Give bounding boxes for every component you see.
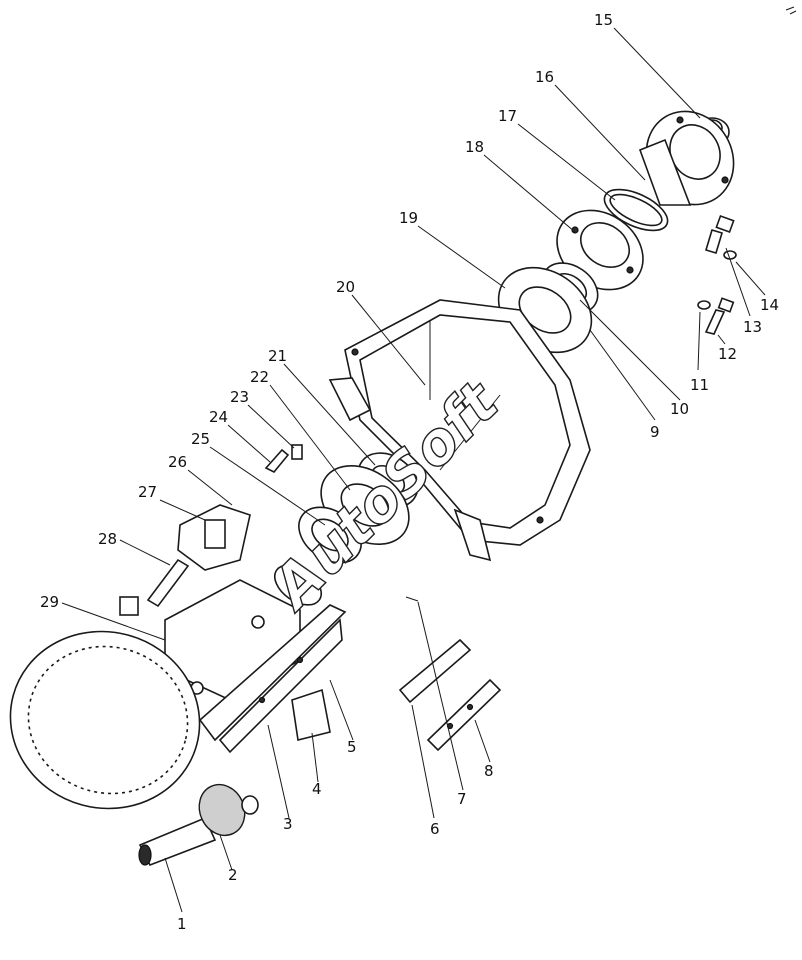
callout-25: 25 — [191, 430, 210, 448]
callout-12: 12 — [718, 345, 737, 363]
part-7-pin — [405, 596, 419, 602]
callout-21: 21 — [268, 347, 287, 365]
part-26-27-bracket — [177, 504, 251, 571]
callout-9: 9 — [650, 423, 660, 441]
callout-8: 8 — [484, 762, 494, 780]
callout-24: 24 — [209, 408, 228, 426]
callout-18: 18 — [465, 138, 484, 156]
part-16-flange — [638, 110, 735, 206]
part-13-bolt — [705, 214, 735, 254]
part-11-washer — [697, 300, 711, 310]
callout-13: 13 — [743, 318, 762, 336]
callout-16: 16 — [535, 68, 554, 86]
callout-27: 27 — [138, 483, 157, 501]
part-23-bolt — [291, 444, 303, 460]
part-ring-gear — [9, 630, 201, 810]
part-25-bearing — [298, 506, 362, 564]
callout-14: 14 — [760, 296, 779, 314]
part-bearing-inner — [274, 564, 322, 606]
part-5-carrier — [198, 604, 347, 754]
callout-20: 20 — [336, 278, 355, 296]
callout-17: 17 — [498, 107, 517, 125]
callout-11: 11 — [690, 376, 709, 394]
callouts: 1 2 3 4 5 6 7 8 9 10 11 12 13 14 15 16 1… — [40, 11, 779, 933]
callout-5: 5 — [347, 738, 357, 756]
callout-7: 7 — [457, 790, 467, 808]
part-17-ring — [603, 188, 669, 232]
callout-1: 1 — [177, 915, 187, 933]
callout-23: 23 — [230, 388, 249, 406]
callout-26: 26 — [168, 453, 187, 471]
part-24-lock-plate — [264, 448, 290, 474]
callout-2: 2 — [228, 866, 238, 884]
leader-lines — [61, 27, 766, 913]
callout-29: 29 — [40, 593, 59, 611]
callout-10: 10 — [670, 400, 689, 418]
callout-19: 19 — [399, 209, 418, 227]
corner-mark — [785, 6, 797, 15]
part-14-washer — [723, 250, 737, 260]
part-4-block — [291, 688, 331, 741]
callout-4: 4 — [312, 780, 322, 798]
callout-15: 15 — [594, 11, 613, 29]
part-28-shaft — [119, 558, 190, 616]
callout-6: 6 — [430, 820, 440, 838]
callout-22: 22 — [250, 368, 269, 386]
part-8-plate — [426, 678, 502, 752]
part-2-pinion-gear — [198, 783, 259, 837]
callout-28: 28 — [98, 530, 117, 548]
part-1-pinion-shaft — [138, 816, 217, 867]
part-12-bolt — [704, 297, 735, 335]
callout-3: 3 — [283, 815, 293, 833]
